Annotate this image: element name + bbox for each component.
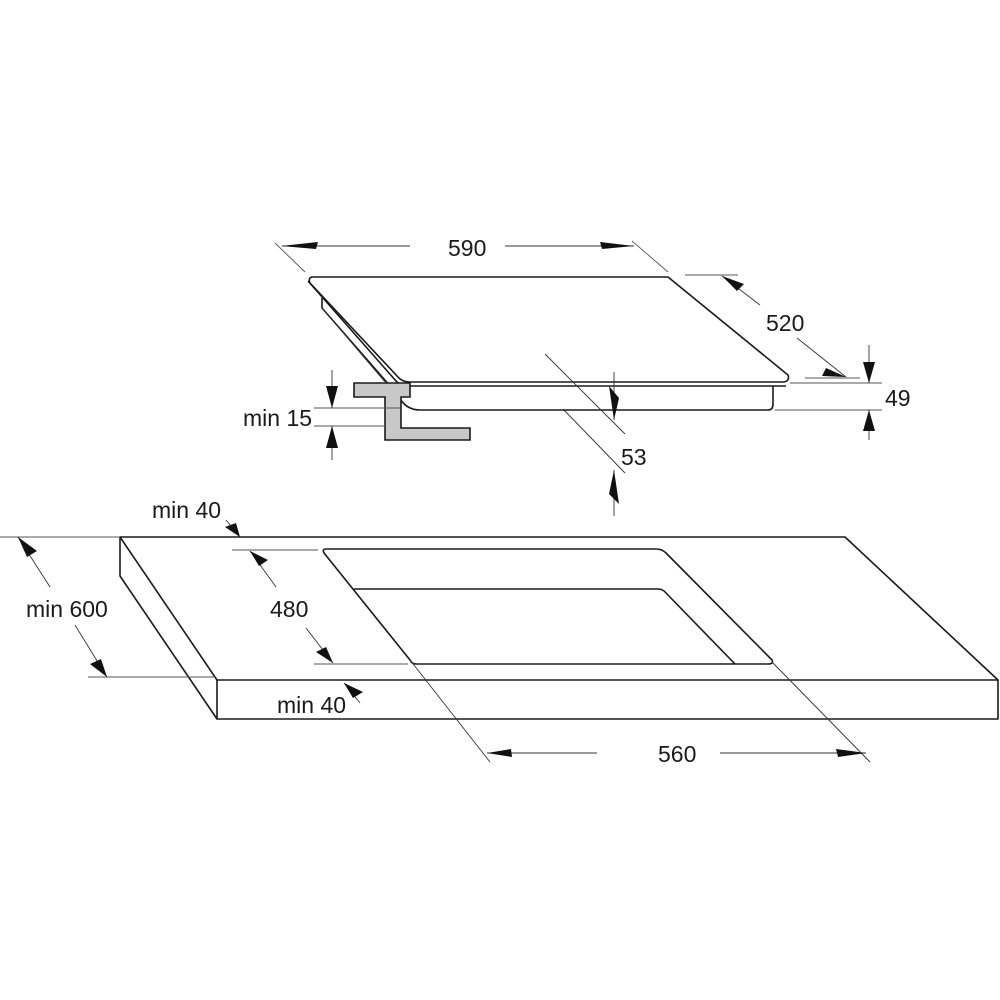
dim-min-40-rear	[225, 519, 241, 538]
dim-min-600	[0, 536, 215, 678]
worktop-top	[119, 536, 999, 681]
label-min-600: min 600	[26, 596, 108, 622]
dim-590	[274, 240, 669, 273]
label-49: 49	[885, 385, 911, 411]
label-min-40-front: min 40	[277, 692, 346, 718]
dim-480	[232, 549, 408, 665]
label-min-15: min 15	[243, 405, 312, 431]
dim-49	[775, 345, 882, 440]
hob-glass-edge	[307, 280, 786, 387]
label-480: 480	[270, 596, 308, 622]
cutout-outer	[322, 548, 774, 665]
hob-glass-top	[308, 276, 790, 383]
worktop-drawing	[119, 536, 999, 720]
mounting-bracket	[353, 382, 471, 441]
worktop-front	[217, 680, 999, 720]
dim-min-15	[314, 370, 400, 460]
label-560: 560	[658, 741, 696, 767]
cutout-inner	[354, 588, 736, 665]
worktop-left-side	[119, 537, 218, 720]
dim-560	[409, 659, 871, 763]
label-min-40-rear: min 40	[152, 497, 221, 523]
dim-min-40-front	[343, 682, 363, 704]
hob-body-side	[321, 307, 386, 383]
label-53: 53	[621, 444, 647, 470]
dim-520	[685, 274, 860, 379]
label-590: 590	[448, 235, 486, 261]
dim-53	[544, 353, 626, 516]
label-520: 520	[766, 310, 804, 336]
